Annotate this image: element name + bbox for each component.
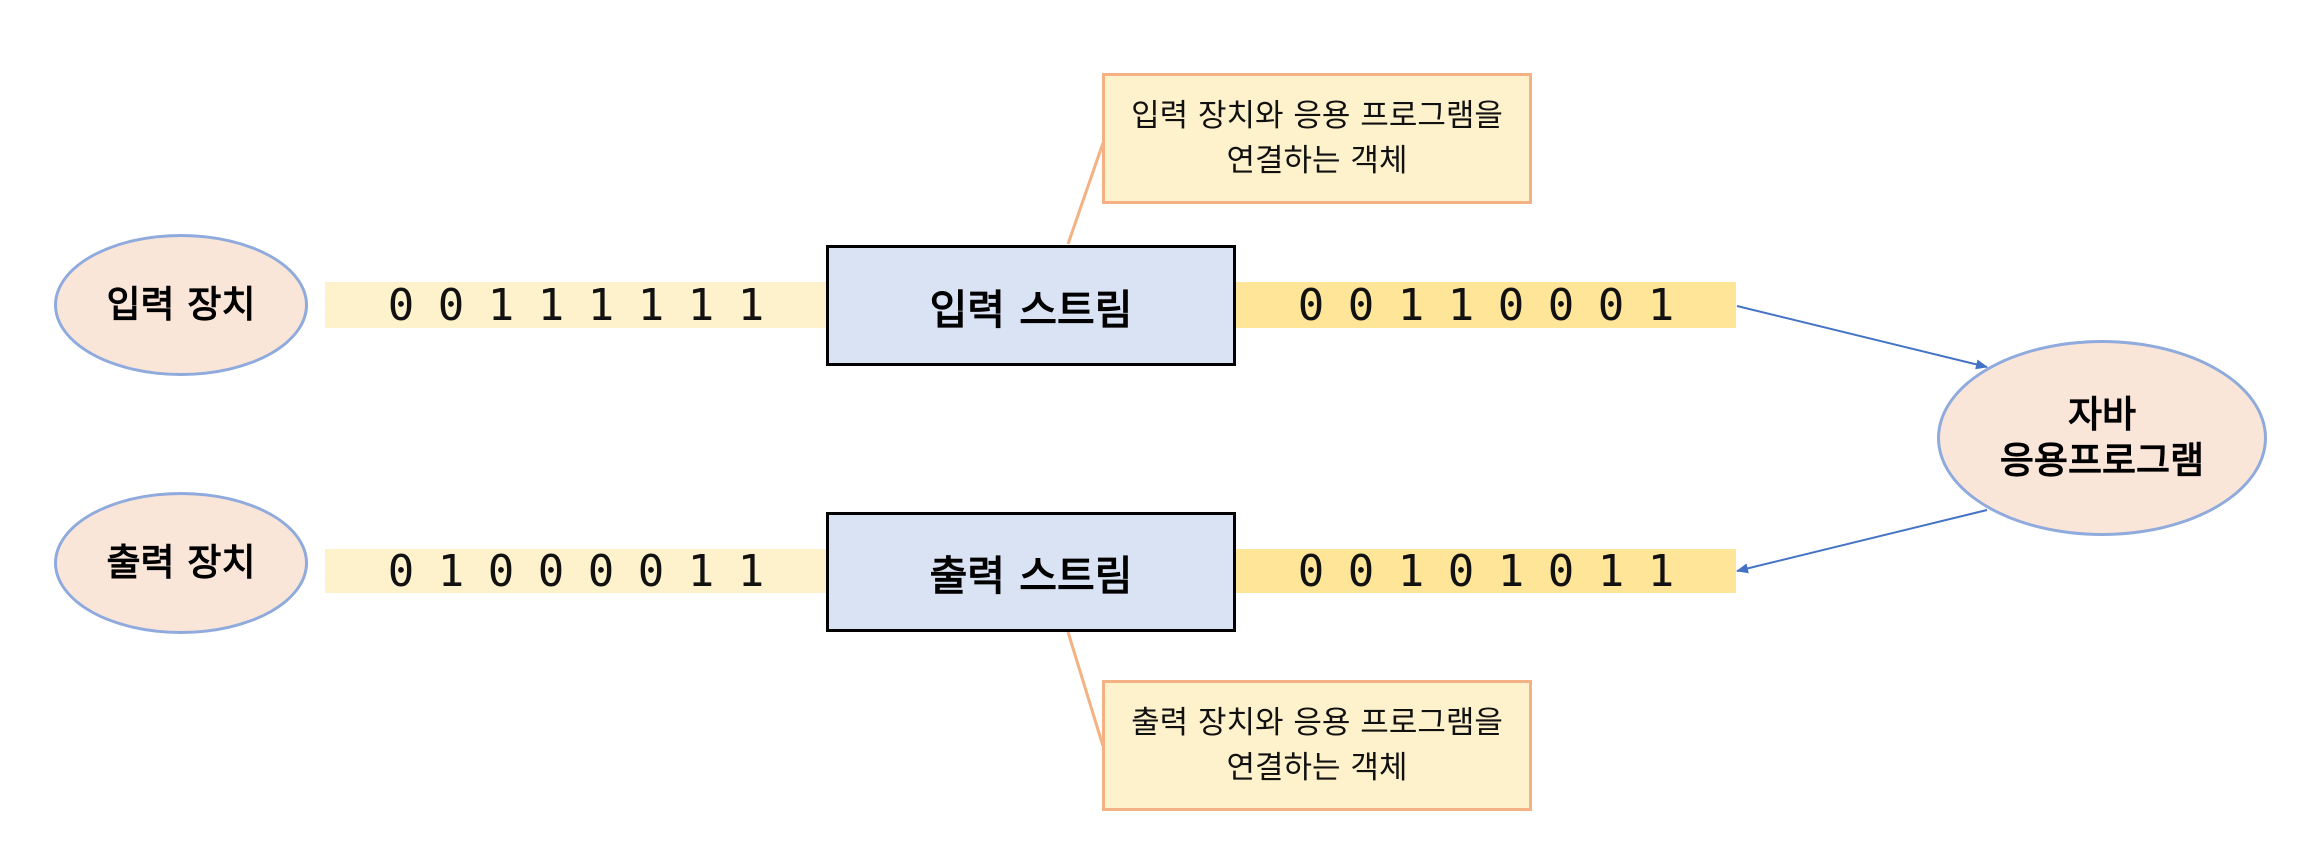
input-stream-box: 입력 스트림 (826, 245, 1236, 366)
bit: 1 (1597, 545, 1625, 597)
arrow-from-app (1736, 509, 1988, 574)
callout-line: 입력 장치와 응용 프로그램을 (1131, 97, 1503, 134)
input-device-label: 입력 장치 (106, 282, 256, 326)
bit: 0 (1297, 279, 1325, 331)
output-bits-left: 0 1 0 0 0 0 1 1 (325, 546, 827, 597)
bit: 0 (1497, 279, 1525, 331)
input-stream-label: 입력 스트림 (929, 285, 1133, 334)
bit: 0 (487, 545, 515, 597)
bit: 0 (437, 279, 465, 331)
input-callout-leader (1066, 142, 1105, 245)
bit: 1 (737, 545, 765, 597)
arrow-to-app (1736, 305, 1988, 370)
bit: 0 (1547, 545, 1575, 597)
bit: 0 (1447, 545, 1475, 597)
bit: 0 (537, 545, 565, 597)
output-stream-box: 출력 스트림 (826, 512, 1236, 632)
bit: 1 (587, 279, 615, 331)
java-application-node: 자바 응용프로그램 (1937, 340, 2267, 536)
callout-line: 연결하는 객체 (1226, 749, 1408, 786)
bit: 1 (1397, 279, 1425, 331)
output-stream-callout: 출력 장치와 응용 프로그램을 연결하는 객체 (1102, 680, 1532, 811)
bit: 0 (1347, 545, 1375, 597)
input-bits-left: 0 0 1 1 1 1 1 1 (325, 279, 827, 331)
callout-line: 출력 장치와 응용 프로그램을 (1131, 704, 1503, 741)
output-stream-label: 출력 스트림 (929, 552, 1133, 600)
bit: 1 (637, 279, 665, 331)
bit: 1 (737, 279, 765, 331)
app-label-line1: 자바 (2067, 392, 2137, 436)
bit: 1 (437, 545, 465, 597)
input-device-node: 입력 장치 (54, 234, 308, 376)
output-bits-right: 0 0 1 0 1 0 1 1 (1236, 546, 1736, 597)
bit: 1 (687, 545, 715, 597)
bit: 0 (1547, 279, 1575, 331)
output-device-label: 출력 장치 (106, 540, 256, 584)
bit: 0 (387, 279, 415, 331)
bit: 1 (1647, 545, 1675, 597)
callout-line: 연결하는 객체 (1226, 142, 1408, 179)
bit: 0 (637, 545, 665, 597)
bit: 1 (1397, 545, 1425, 597)
bit: 0 (1297, 545, 1325, 597)
input-stream-callout: 입력 장치와 응용 프로그램을 연결하는 객체 (1102, 73, 1532, 204)
bit: 1 (1447, 279, 1475, 331)
input-bits-right: 0 0 1 1 0 0 0 1 (1236, 279, 1736, 331)
bit: 0 (1347, 279, 1375, 331)
bit: 0 (1597, 279, 1625, 331)
bit: 0 (587, 545, 615, 597)
bit: 1 (1647, 279, 1675, 331)
bit: 1 (537, 279, 565, 331)
output-callout-leader (1066, 631, 1105, 747)
output-device-node: 출력 장치 (54, 492, 308, 634)
bit: 0 (387, 545, 415, 597)
bit: 1 (487, 279, 515, 331)
bit: 1 (1497, 545, 1525, 597)
app-label-line2: 응용프로그램 (1999, 439, 2205, 482)
bit: 1 (687, 279, 715, 331)
